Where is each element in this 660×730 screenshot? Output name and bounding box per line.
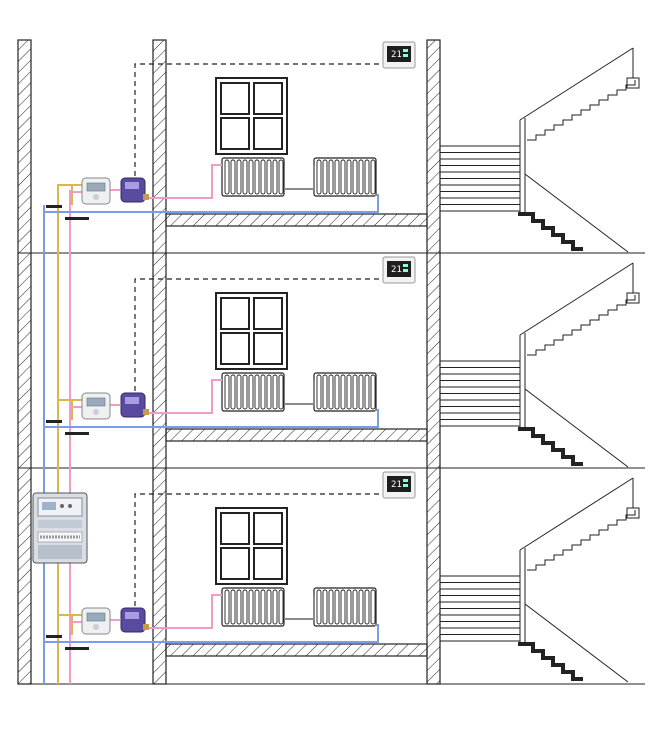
control-signal-line	[134, 493, 383, 615]
electric-meter-icon	[32, 492, 88, 564]
radiator-link-pipe	[284, 380, 315, 405]
control-valve-icon	[120, 607, 149, 633]
heat-meter-icon	[81, 392, 111, 420]
control-signal-line	[134, 278, 383, 400]
vertical-risers	[43, 190, 71, 684]
floor-lines	[18, 252, 645, 685]
thermostat-reading-floor-3: 21	[391, 50, 402, 60]
pipes	[44, 594, 379, 643]
staircases	[440, 47, 640, 683]
thermostat-reading-floor-1: 21	[391, 480, 402, 490]
pipe-bracket	[65, 432, 89, 435]
loop-pipe	[44, 194, 379, 213]
thermostat-icon	[382, 41, 416, 69]
thermostat-reading-floor-2: 21	[391, 265, 402, 275]
supply-pipe	[57, 614, 73, 635]
walls	[17, 39, 441, 685]
control-valve-icon	[120, 177, 149, 203]
pipe-bracket	[46, 205, 62, 208]
slab-3	[165, 213, 428, 227]
thermostat-readings: 21 21 21	[391, 50, 402, 490]
wall-middle	[152, 39, 167, 685]
staircase	[440, 477, 640, 683]
thermostat-icon	[382, 256, 416, 284]
radiator-icon	[313, 372, 377, 412]
supply-pipe	[57, 184, 73, 205]
heat-meter-icon	[81, 177, 111, 205]
window-icon	[215, 77, 288, 155]
thermostat-icon	[382, 471, 416, 499]
staircase	[440, 262, 640, 468]
pipe-bracket	[46, 635, 62, 638]
radiator-feed-pipe	[148, 379, 222, 414]
window-icon	[215, 507, 288, 585]
floor-group-floor-1	[44, 471, 416, 650]
control-valve-icon	[120, 392, 149, 418]
window-icon	[215, 292, 288, 370]
floors	[44, 41, 416, 650]
floor-group-floor-2	[44, 256, 416, 435]
radiator-icon	[313, 587, 377, 627]
pipe-bracket	[46, 420, 62, 423]
supply-pipe	[57, 399, 73, 420]
heat-meter-icon	[81, 607, 111, 635]
radiator-icon	[221, 372, 285, 412]
radiator-icon	[221, 157, 285, 197]
pipes	[44, 379, 379, 428]
floor-slabs	[165, 213, 428, 657]
radiator-feed-pipe	[148, 594, 222, 629]
radiator-link-pipe	[284, 165, 315, 190]
loop-pipe	[44, 409, 379, 428]
wall-stair	[426, 39, 441, 685]
radiator-feed-pipe	[148, 164, 222, 199]
wall-left	[17, 39, 32, 685]
slab-2	[165, 428, 428, 442]
pipe-bracket	[65, 647, 89, 650]
control-signal-line	[134, 63, 383, 185]
radiator-link-pipe	[284, 595, 315, 620]
pipes	[44, 164, 379, 213]
radiator-icon	[221, 587, 285, 627]
staircase	[440, 47, 640, 253]
floor-group-floor-3	[44, 41, 416, 220]
loop-pipe	[44, 624, 379, 643]
pipe-bracket	[65, 217, 89, 220]
radiator-icon	[313, 157, 377, 197]
slab-1	[165, 643, 428, 657]
